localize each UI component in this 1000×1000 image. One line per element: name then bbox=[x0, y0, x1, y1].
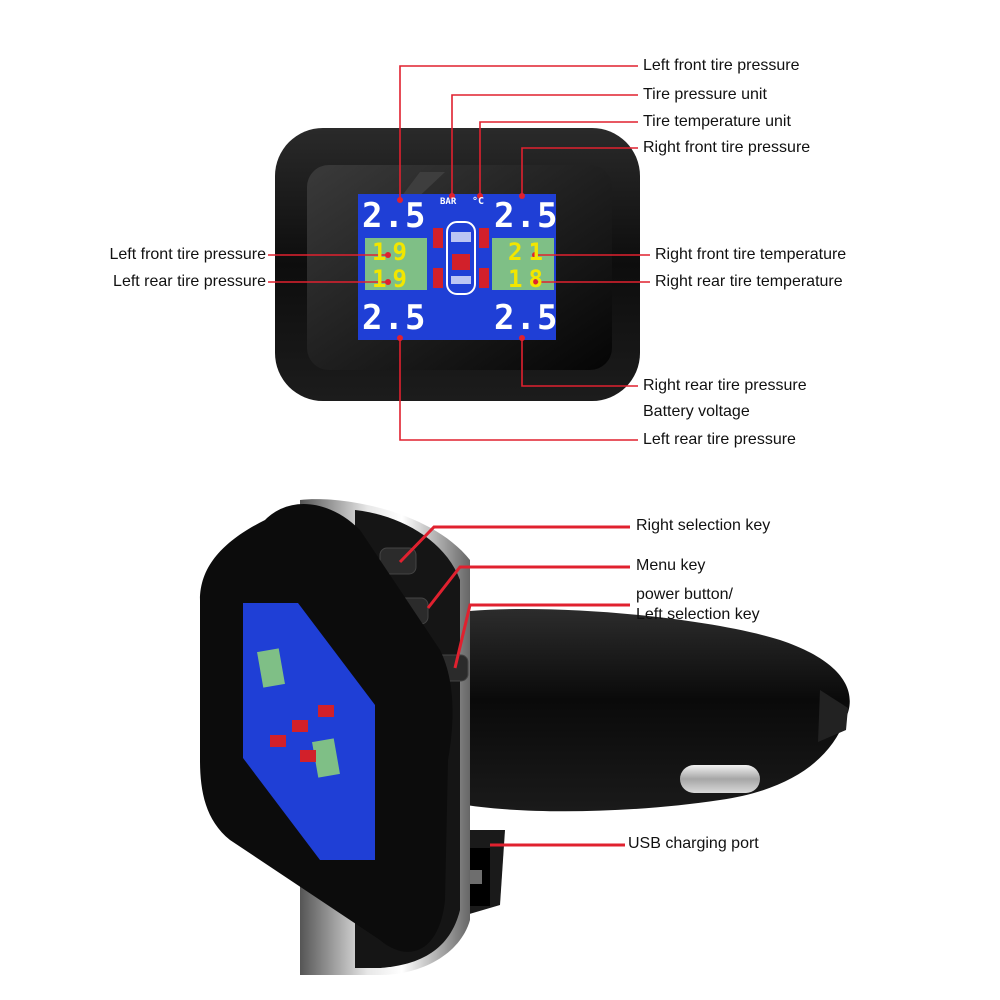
left-rear-pressure-value: 2.5 bbox=[362, 298, 427, 338]
car-icon bbox=[433, 221, 489, 295]
label-battery-voltage: Battery voltage bbox=[643, 403, 750, 420]
bottom-tire-3 bbox=[270, 735, 286, 747]
label-power-button: power button/ bbox=[636, 586, 733, 603]
right-rear-pressure-value: 2.5 bbox=[494, 298, 559, 338]
left-front-pressure-value: 2.5 bbox=[362, 196, 427, 236]
label-usb-charging-port: USB charging port bbox=[628, 835, 759, 852]
pressure-unit-value: BAR bbox=[440, 197, 457, 207]
plug-tip bbox=[818, 690, 848, 742]
right-rear-temperature-value: 18 bbox=[508, 265, 549, 293]
top-leader-dots bbox=[385, 193, 538, 341]
label-left-front-tire-pressure-side: Left front tire pressure bbox=[109, 246, 266, 263]
label-left-rear-tire-pressure-side: Left rear tire pressure bbox=[113, 273, 266, 290]
left-rear-temperature-value: 19 bbox=[372, 265, 413, 293]
label-right-front-tire-temperature: Right front tire temperature bbox=[655, 246, 847, 263]
label-left-front-tire-pressure-top: Left front tire pressure bbox=[643, 57, 800, 74]
label-right-rear-tire-pressure: Right rear tire pressure bbox=[643, 377, 807, 394]
bottom-temp-panel-2 bbox=[312, 738, 340, 778]
label-right-rear-tire-temperature: Right rear tire temperature bbox=[655, 273, 843, 290]
bottom-tire-2 bbox=[318, 705, 334, 717]
plug-contact bbox=[680, 765, 760, 793]
plug-barrel bbox=[440, 609, 850, 812]
right-front-temperature-value: 21 bbox=[508, 238, 549, 266]
label-right-selection-key: Right selection key bbox=[636, 517, 771, 534]
temperature-unit-value: °C bbox=[472, 196, 485, 207]
label-tire-pressure-unit: Tire pressure unit bbox=[643, 86, 767, 103]
right-front-pressure-value: 2.5 bbox=[494, 196, 559, 236]
label-tire-temperature-unit: Tire temperature unit bbox=[643, 113, 791, 130]
label-left-selection-key: Left selection key bbox=[636, 606, 760, 623]
top-leader-lines bbox=[268, 65, 650, 441]
bottom-tire-4 bbox=[300, 750, 316, 762]
left-front-temperature-value: 19 bbox=[372, 238, 413, 266]
label-left-rear-tire-pressure-bottom: Left rear tire pressure bbox=[643, 431, 796, 448]
label-right-front-tire-pressure: Right front tire pressure bbox=[643, 139, 811, 156]
bottom-temp-panel-1 bbox=[257, 648, 285, 688]
bottom-leader-lines bbox=[398, 525, 630, 847]
bottom-tire-1 bbox=[292, 720, 308, 732]
label-menu-key: Menu key bbox=[636, 557, 706, 574]
